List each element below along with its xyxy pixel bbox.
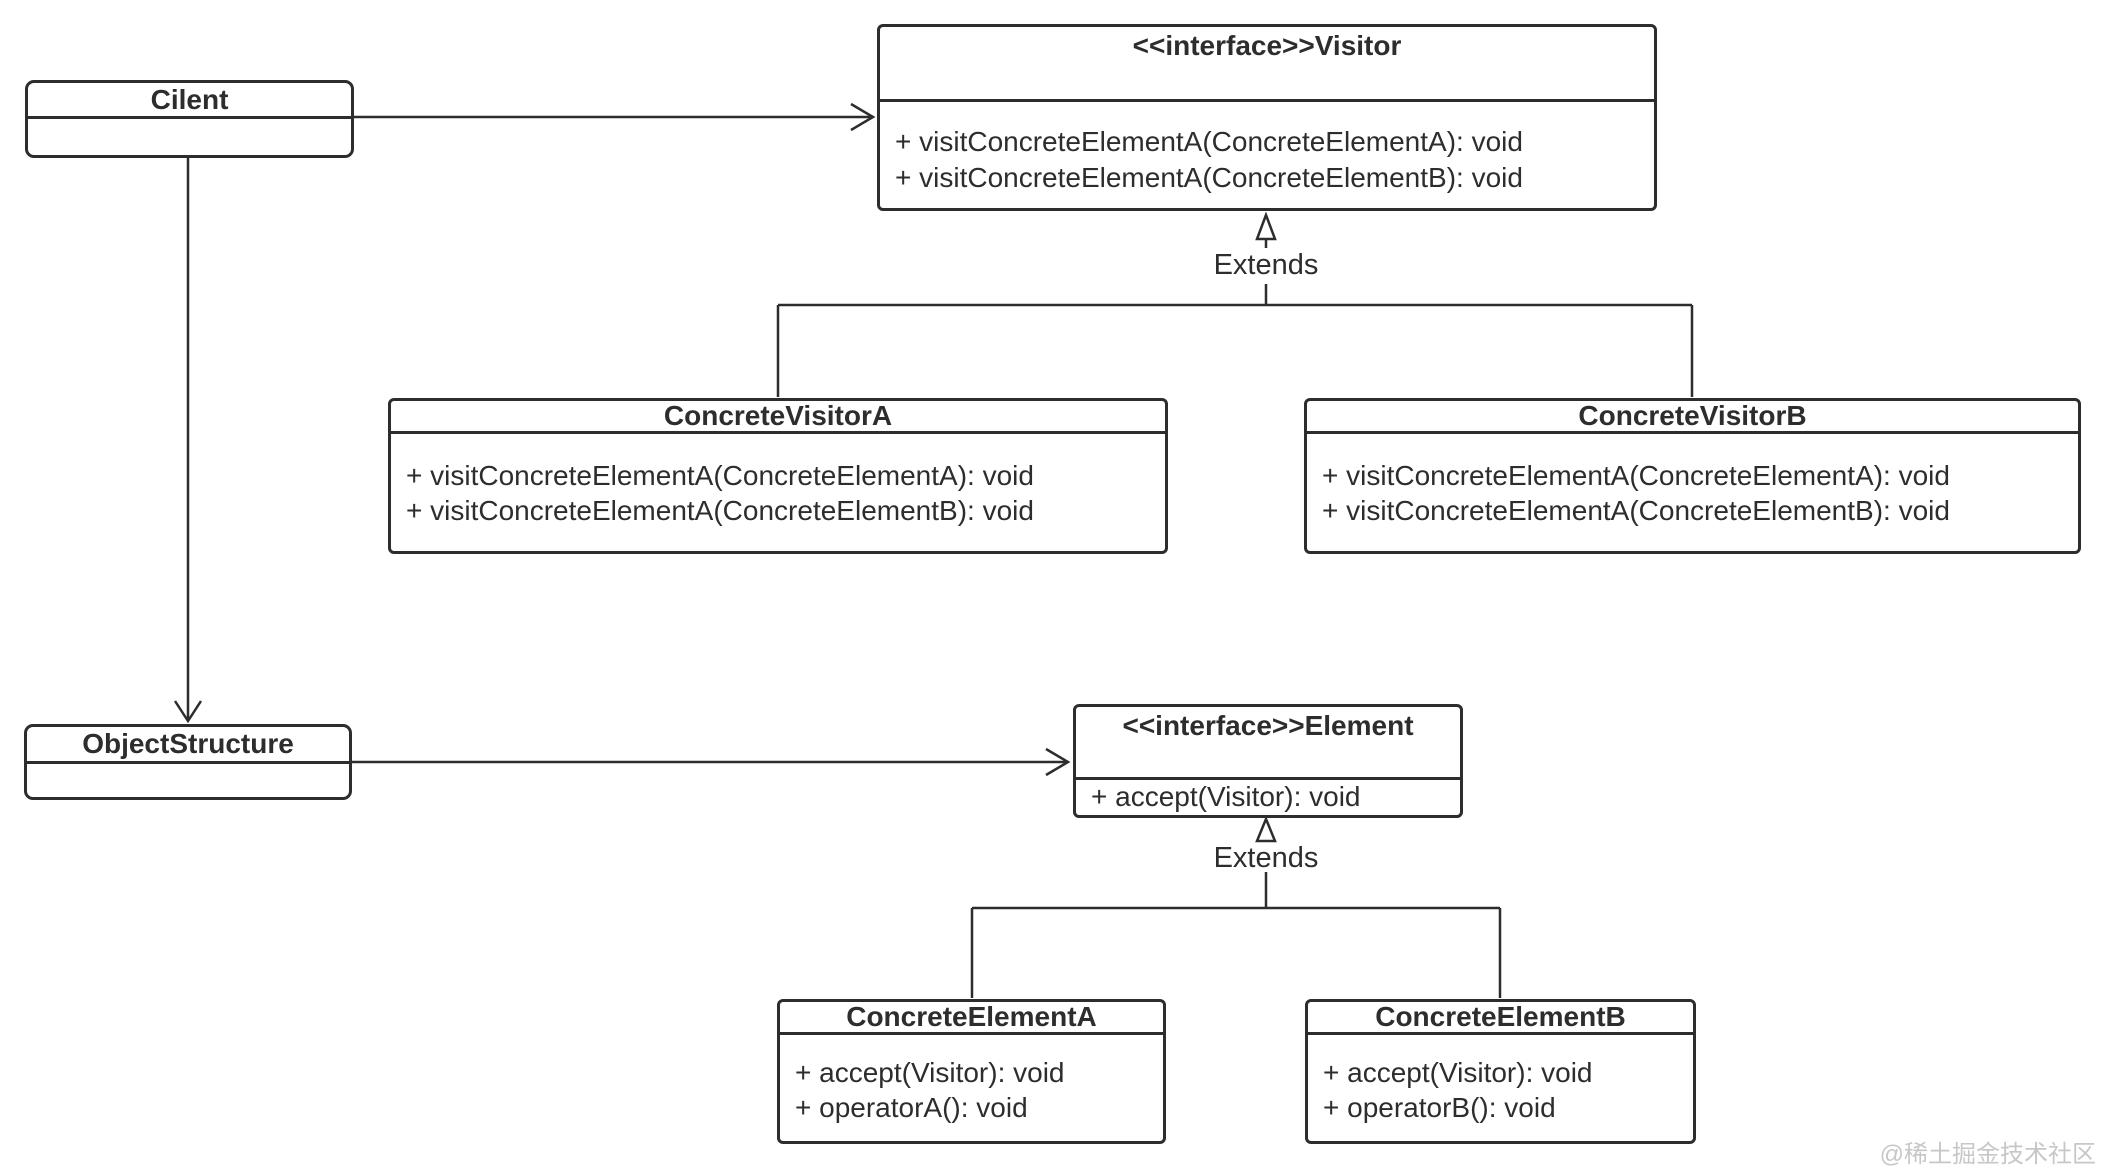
method-text: + operatorB(): void — [1323, 1092, 1556, 1123]
client-objectstructure-arrowhead-icon — [173, 700, 203, 724]
watermark: @稀土掘金技术社区 — [1879, 1141, 2096, 1168]
methods-compartment: + accept(Visitor): void + operatorA(): v… — [780, 1035, 1163, 1125]
class-title: Cilent — [28, 83, 351, 119]
visitor-generalization-triangle-icon — [1255, 211, 1277, 241]
extends-label-visitor: Extends — [1213, 249, 1319, 281]
methods-compartment: + visitConcreteElementA(ConcreteElementA… — [391, 434, 1165, 528]
class-box-concrete-element-b: ConcreteElementB + accept(Visitor): void… — [1305, 999, 1696, 1144]
methods-compartment: + visitConcreteElementA(ConcreteElementA… — [880, 102, 1654, 196]
class-box-visitor-interface: <<interface>>Visitor + visitConcreteElem… — [877, 24, 1657, 211]
class-title: <<interface>>Visitor — [880, 27, 1654, 102]
method-text: + operatorA(): void — [795, 1092, 1028, 1123]
method-text: + accept(Visitor): void — [1323, 1057, 1593, 1088]
class-box-element-interface: <<interface>>Element + accept(Visitor): … — [1073, 704, 1463, 818]
method-text: + visitConcreteElementA(ConcreteElementA… — [1322, 460, 1950, 491]
methods-compartment: + visitConcreteElementA(ConcreteElementA… — [1307, 434, 2078, 528]
class-title: ObjectStructure — [27, 727, 349, 764]
methods-compartment: + accept(Visitor): void + operatorB(): v… — [1308, 1035, 1693, 1125]
element-generalization-triangle-icon — [1255, 815, 1277, 843]
class-box-concrete-visitor-a: ConcreteVisitorA + visitConcreteElementA… — [388, 398, 1168, 554]
class-box-concrete-element-a: ConcreteElementA + accept(Visitor): void… — [777, 999, 1166, 1144]
class-box-object-structure: ObjectStructure — [24, 724, 352, 800]
method-text: + visitConcreteElementA(ConcreteElementB… — [406, 495, 1034, 526]
class-box-concrete-visitor-b: ConcreteVisitorB + visitConcreteElementA… — [1304, 398, 2081, 554]
method-text: + accept(Visitor): void — [1091, 781, 1361, 812]
method-text: + visitConcreteElementA(ConcreteElementB… — [895, 162, 1523, 193]
method-text: + accept(Visitor): void — [795, 1057, 1065, 1088]
class-box-client: Cilent — [25, 80, 354, 158]
class-title: ConcreteElementB — [1308, 1002, 1693, 1035]
method-text: + visitConcreteElementA(ConcreteElementA… — [406, 460, 1034, 491]
class-title: ConcreteElementA — [780, 1002, 1163, 1035]
client-visitor-arrowhead-icon — [850, 102, 876, 132]
method-text: + visitConcreteElementA(ConcreteElementA… — [895, 126, 1523, 157]
methods-compartment: + accept(Visitor): void — [1076, 780, 1460, 814]
extends-label-element: Extends — [1213, 842, 1319, 874]
method-text: + visitConcreteElementA(ConcreteElementB… — [1322, 495, 1950, 526]
class-title: ConcreteVisitorA — [391, 401, 1165, 434]
class-title: <<interface>>Element — [1076, 707, 1460, 780]
class-title: ConcreteVisitorB — [1307, 401, 2078, 434]
objectstructure-element-arrowhead-icon — [1045, 747, 1071, 777]
